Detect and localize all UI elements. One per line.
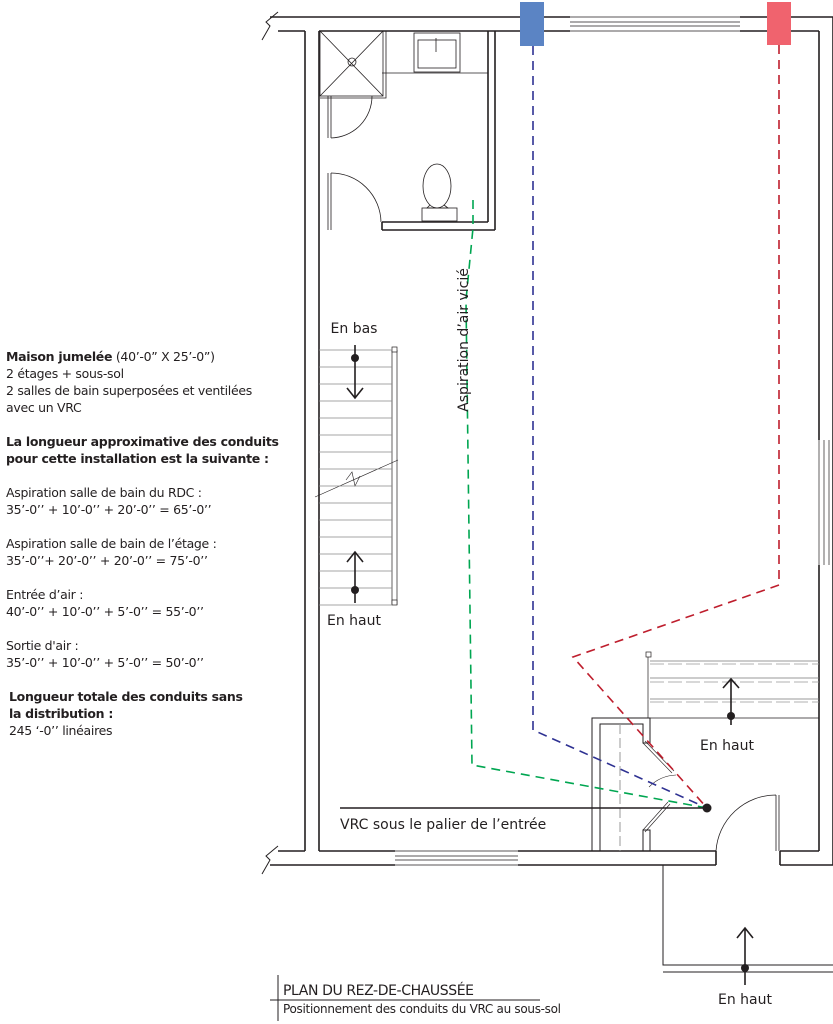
length-heading-1: La longueur approximative des conduits (6, 434, 279, 449)
bathroom-exhaust-duct-line (465, 200, 708, 809)
house-description: Maison jumelée (40’-0” X 25’-0”) 2 étage… (6, 348, 306, 416)
porch-up-label: En haut (718, 992, 772, 1008)
length-item: Sortie d'air : 35’-0’’ + 10’-0’’ + 5’-0’’… (6, 637, 306, 671)
plan-subtitle: Positionnement des conduits du VRC au so… (283, 1002, 561, 1016)
floors-text: 2 étages + sous-sol (6, 366, 124, 381)
total-heading-1: Longueur totale des conduits sans (9, 689, 243, 704)
shower-door (327, 95, 373, 139)
top-window (570, 16, 740, 32)
plan-title: PLAN DU REZ-DE-CHAUSSÉE (283, 983, 474, 999)
title-frame (270, 975, 540, 1021)
item-calc: 40’-0’’ + 10’-0’’ + 5’-0’’ = 55’-0’’ (6, 604, 204, 619)
item-label: Entrée d’air : (6, 587, 84, 602)
exhaust-duct-line (532, 46, 708, 809)
stairs-up-label: En haut (327, 613, 381, 629)
sink-icon (413, 32, 461, 73)
length-item: Aspiration salle de bain du RDC : 35’-0’’… (6, 484, 306, 518)
total-value: 245 ‘-0’’ linéaires (9, 723, 113, 738)
landing-up-label: En haut (700, 738, 754, 754)
entry-door (715, 794, 780, 852)
landing-up-arrow (722, 677, 740, 725)
length-heading: La longueur approximative des conduits po… (6, 433, 306, 467)
item-calc: 35’-0’’ + 10’-0’’ + 20’-0’’ = 65’-0’’ (6, 502, 212, 517)
bathroom-walls (381, 31, 496, 231)
item-label: Aspiration salle de bain du RDC : (6, 485, 202, 500)
fresh-air-vent-inlet (767, 2, 791, 45)
item-calc: 35’-0’’ + 10’-0’’ + 5’-0’’ = 50’-0’’ (6, 655, 204, 670)
walls (270, 16, 833, 866)
house-dimensions: (40’-0” X 25’-0”) (112, 349, 215, 364)
entry-porch (662, 865, 833, 973)
total-heading-2: la distribution : (9, 706, 114, 721)
bathroom-door (327, 172, 382, 230)
break-mark-bottom (261, 845, 279, 875)
toilet-icon (421, 163, 458, 222)
vrc-unit-marker (702, 803, 712, 813)
item-calc: 35’-0’’+ 20’-0’’ + 20’-0’’ = 75’-0’’ (6, 553, 208, 568)
exhaust-vent-outlet (520, 2, 544, 46)
shower-icon (319, 30, 387, 99)
stairs-down-label: En bas (331, 321, 378, 337)
supply-duct-line (571, 45, 780, 809)
duct-length-notes: Maison jumelée (40’-0” X 25’-0”) 2 étage… (6, 348, 306, 756)
item-label: Sortie d'air : (6, 638, 79, 653)
vrc-closet (591, 717, 677, 852)
stairs-down-arrow (346, 345, 364, 400)
porch-up-arrow (736, 926, 754, 985)
exhaust-label: Aspiration d’air vicié (456, 268, 472, 412)
break-mark-top (261, 11, 279, 41)
stairs-landing (645, 651, 819, 719)
vrc-label: VRC sous le palier de l’entrée (340, 817, 546, 833)
stairs-up-arrow (346, 550, 364, 603)
house-type: Maison jumelée (6, 349, 113, 364)
bathrooms-text: 2 salles de bain superposées et ventilée… (6, 383, 252, 398)
bottom-window (395, 850, 518, 866)
stairs-left (314, 346, 399, 606)
bathrooms-text-2: avec un VRC (6, 400, 82, 415)
length-item: Aspiration salle de bain de l’étage : 35’… (6, 535, 306, 569)
right-window (818, 440, 830, 565)
total-length: Longueur totale des conduits sans la dist… (9, 688, 306, 739)
length-heading-2: pour cette installation est la suivante … (6, 451, 269, 466)
item-label: Aspiration salle de bain de l’étage : (6, 536, 217, 551)
length-item: Entrée d’air : 40’-0’’ + 10’-0’’ + 5’-0’’… (6, 586, 306, 620)
